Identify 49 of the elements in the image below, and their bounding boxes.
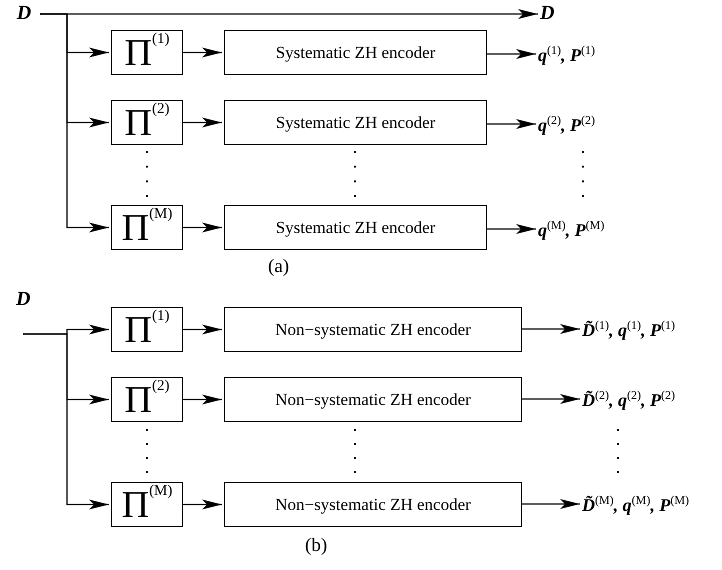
arrow <box>487 49 536 59</box>
panel-label: (a) <box>268 256 290 278</box>
interleaver-label: Π$^{(2)}$ <box>124 380 170 418</box>
arrow <box>183 324 222 334</box>
encoder-label: Systematic ZH encoder <box>276 218 436 238</box>
encoder-box <box>111 307 183 352</box>
arrow <box>487 224 536 234</box>
panel-label: (b) <box>305 535 328 557</box>
arrow <box>183 394 222 404</box>
output-label: D̃$^{(M)}$, q$^{(M)}$, P$^{(M)}$ <box>582 492 690 516</box>
encoder-label: Non−systematic ZH encoder <box>275 390 471 410</box>
encoder-label: Systematic ZH encoder <box>276 112 436 132</box>
arrow <box>183 222 222 232</box>
arrow <box>40 13 109 232</box>
encoder-box <box>224 377 522 422</box>
output-label <box>224 307 522 352</box>
output-label: D̃$^{(1)}$, q$^{(1)}$, P$^{(1)}$ <box>582 318 675 340</box>
symbol-label: D <box>16 288 30 311</box>
interleaver-label: Π$^{(1)}$ <box>124 310 170 348</box>
symbol-label: D <box>16 2 32 25</box>
output-label: q$^{(M)}$, P$^{(M)}$ <box>538 218 604 240</box>
symbol-label <box>224 30 487 75</box>
arrow <box>487 119 536 129</box>
interleaver-label: Π$^{(M)}$ <box>122 208 172 246</box>
encoder-label: Non−systematic ZH encoder <box>275 494 471 514</box>
arrow <box>522 324 580 334</box>
arrow <box>522 394 580 404</box>
interleaver-label: Π$^{(2)}$ <box>124 104 170 142</box>
symbol-label <box>224 482 522 527</box>
encoder-label: Non−systematic ZH encoder <box>275 320 471 340</box>
arrow <box>183 48 222 58</box>
interleaver-box <box>224 205 487 250</box>
interleaver-box <box>111 100 183 145</box>
interleaver-label: Π$^{(M)}$ <box>122 486 172 524</box>
encoder-label: Systematic ZH encoder <box>276 42 436 62</box>
interleaver-box <box>111 377 183 422</box>
arrow <box>183 500 222 510</box>
symbol-label <box>111 30 183 75</box>
arrow <box>183 118 222 128</box>
output-label: q$^{(2)}$, P$^{(2)}$ <box>538 112 595 136</box>
output-label: q$^{(1)}$, P$^{(1)}$ <box>538 42 595 66</box>
arrow <box>23 333 109 510</box>
output-label <box>111 482 183 527</box>
output-label: D̃$^{(2)}$, q$^{(2)}$, P$^{(2)}$ <box>582 388 675 410</box>
interleaver-label: Π$^{(1)}$ <box>124 34 170 72</box>
encoder-box <box>224 100 487 145</box>
output-label <box>111 205 183 250</box>
arrow <box>522 499 580 509</box>
symbol-label: D <box>540 2 554 25</box>
